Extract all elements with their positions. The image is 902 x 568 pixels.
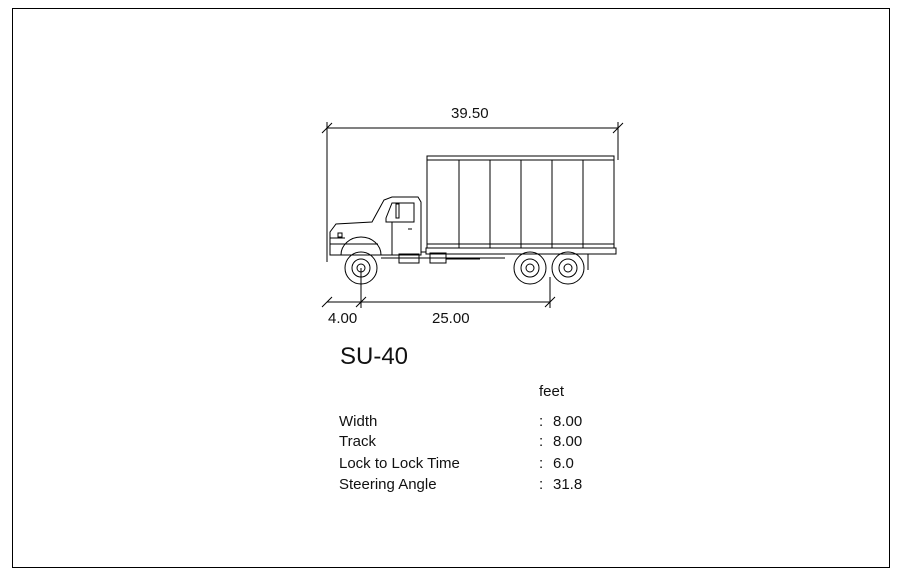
spec-separator: : (539, 476, 544, 493)
rear-wheel-2 (551, 251, 585, 285)
spec-row-lock-time: Lock to Lock Time : 6.0 (339, 455, 599, 473)
spec-value: 8.00 (553, 433, 583, 450)
units-label: feet (539, 383, 565, 400)
spec-row-steering-angle: Steering Angle : 31.8 (339, 476, 599, 494)
spec-row-track: Track : 8.00 (339, 433, 599, 451)
spec-value: 6.0 (553, 455, 574, 472)
overall-length-label: 39.50 (451, 105, 489, 122)
rear-wheel-1 (513, 251, 547, 285)
spec-value: 8.00 (553, 413, 583, 430)
spec-label: Track (339, 433, 376, 450)
truck-cab (329, 196, 422, 256)
spec-label: Lock to Lock Time (339, 455, 460, 472)
spec-value: 31.8 (553, 476, 583, 493)
front-overhang-label: 4.00 (328, 310, 358, 327)
spec-separator: : (539, 433, 544, 450)
spec-row-width: Width : 8.00 (339, 413, 599, 431)
spec-label: Steering Angle (339, 476, 437, 493)
wheelbase-label: 25.00 (432, 310, 470, 327)
vehicle-name: SU-40 (340, 343, 409, 370)
spec-label: Width (339, 413, 378, 430)
spec-separator: : (539, 413, 544, 430)
truck-drawing (321, 122, 624, 308)
spec-separator: : (539, 455, 544, 472)
